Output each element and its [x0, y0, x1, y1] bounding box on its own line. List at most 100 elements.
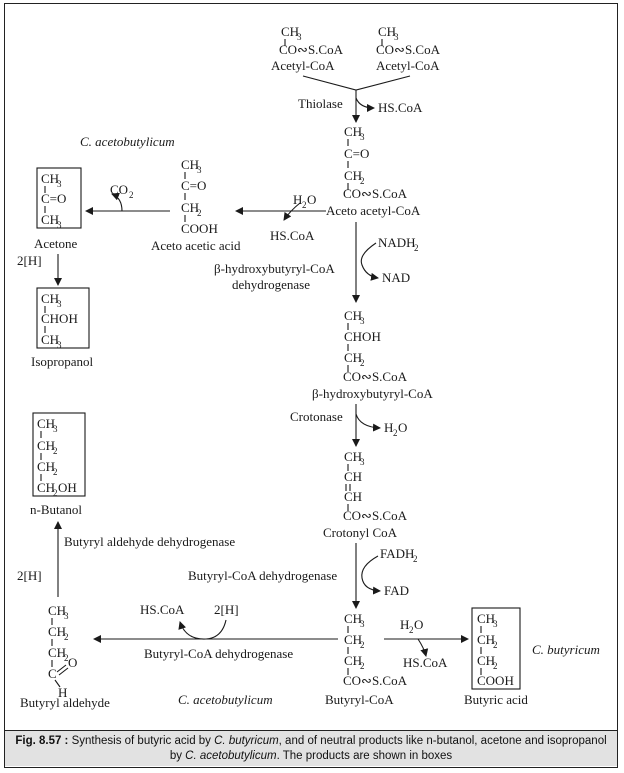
crotonase-label: Crotonase — [290, 409, 343, 424]
svg-text:2: 2 — [53, 446, 58, 456]
bcd-left-label: Butyryl-CoA dehydrogenase — [144, 646, 293, 661]
svg-text:CO∾S.CoA: CO∾S.CoA — [343, 369, 408, 384]
svg-text:3: 3 — [394, 32, 399, 42]
nad-out: NAD — [382, 270, 410, 285]
hscoa-release-1: HS.CoA — [378, 100, 423, 115]
crotonyl-coa: CH3 CH CH CO∾S.CoA Crotonyl CoA — [323, 449, 408, 540]
svg-text:2: 2 — [493, 640, 498, 650]
svg-text:3: 3 — [297, 32, 302, 42]
bald-label: Butyryl aldehyde dehydrogenase — [64, 534, 235, 549]
svg-text:Aceto acetyl-CoA: Aceto acetyl-CoA — [326, 203, 421, 218]
svg-text:Butyric acid: Butyric acid — [464, 692, 528, 707]
svg-text:Butyryl aldehyde: Butyryl aldehyde — [20, 695, 110, 710]
reducing-equivalent-2: 2[H] — [214, 602, 239, 617]
hscoa-release-3: HS.CoA — [403, 655, 448, 670]
fadh-in: FADH — [380, 546, 414, 561]
svg-text:CH: CH — [48, 603, 66, 618]
svg-text:CO∾S.CoA: CO∾S.CoA — [343, 508, 408, 523]
svg-text:CO∾S.CoA: CO∾S.CoA — [279, 42, 344, 57]
svg-text:CH: CH — [477, 653, 495, 668]
water-out: H — [384, 420, 393, 435]
svg-text:2: 2 — [197, 208, 202, 218]
svg-text:3: 3 — [360, 316, 365, 326]
svg-text:2: 2 — [360, 640, 365, 650]
svg-text:H: H — [58, 685, 67, 700]
co2-release: CO — [110, 182, 128, 197]
svg-text:CH: CH — [41, 332, 59, 347]
reducing-equivalent-1: 2[H] — [17, 253, 42, 268]
svg-text:Butyryl-CoA: Butyryl-CoA — [325, 692, 394, 707]
svg-text:2: 2 — [360, 176, 365, 186]
butyric-acid-pathway-diagram: CH3 CO∾S.CoA Acetyl-CoA CH3 CO∾S.CoA Ace… — [17, 24, 600, 710]
svg-text:2: 2 — [53, 488, 58, 498]
svg-text:2: 2 — [53, 467, 58, 477]
acetyl-coa-right: CH3 CO∾S.CoA Acetyl-CoA — [376, 24, 441, 73]
svg-text:CH: CH — [37, 438, 55, 453]
acetyl-coa-left: CH3 CO∾S.CoA Acetyl-CoA — [271, 24, 344, 73]
svg-text:Acetone: Acetone — [34, 236, 78, 251]
figure-frame — [4, 3, 618, 768]
butyric-acid-box: CH3 CH2 CH2 COOH Butyric acid — [464, 607, 528, 707]
svg-text:2: 2 — [414, 243, 419, 253]
svg-text:O: O — [414, 617, 423, 632]
svg-text:OH: OH — [58, 480, 77, 495]
fad-out: FAD — [384, 583, 409, 598]
svg-text:CH: CH — [281, 24, 299, 39]
svg-text:CH: CH — [344, 653, 362, 668]
svg-text:CH: CH — [41, 291, 59, 306]
caption-text-1: Synthesis of butyric acid by — [68, 735, 215, 747]
organism-butyricum: C. butyricum — [532, 642, 600, 657]
caption-organism-2: C. acetobutylicum — [185, 750, 277, 762]
svg-text:3: 3 — [57, 340, 62, 350]
hscoa-release-4: HS.CoA — [140, 602, 185, 617]
water-in-2: H — [400, 617, 409, 632]
svg-text:COOH: COOH — [477, 673, 514, 688]
svg-text:CH: CH — [344, 308, 362, 323]
isopropanol-box: CH3 CHOH CH3 Isopropanol — [31, 287, 93, 369]
svg-text:3: 3 — [197, 165, 202, 175]
svg-text:C=O: C=O — [181, 178, 206, 193]
svg-text:CH: CH — [344, 350, 362, 365]
svg-text:Acetyl-CoA: Acetyl-CoA — [271, 58, 335, 73]
svg-text:CH: CH — [477, 632, 495, 647]
svg-text:CH: CH — [378, 24, 396, 39]
svg-text:3: 3 — [57, 299, 62, 309]
svg-text:COOH: COOH — [181, 221, 218, 236]
hbd-label-1: β-hydroxybutyryl-CoA — [214, 261, 335, 276]
svg-text:CH: CH — [37, 459, 55, 474]
svg-text:CH: CH — [344, 168, 362, 183]
hbd-label-2: dehydrogenase — [232, 277, 310, 292]
svg-text:C=O: C=O — [41, 191, 66, 206]
svg-text:Isopropanol: Isopropanol — [31, 354, 93, 369]
svg-text:CH: CH — [48, 624, 66, 639]
reducing-equivalent-3: 2[H] — [17, 568, 42, 583]
svg-text:n-Butanol: n-Butanol — [30, 502, 82, 517]
bcd-label: Butyryl-CoA dehydrogenase — [188, 568, 337, 583]
figure-label: Fig. 8.57 : — [15, 735, 69, 747]
svg-text:CH: CH — [48, 645, 66, 660]
svg-text:2: 2 — [393, 428, 398, 438]
svg-text:CH: CH — [477, 611, 495, 626]
svg-text:2: 2 — [302, 200, 307, 210]
svg-text:Aceto acetic acid: Aceto acetic acid — [151, 238, 241, 253]
svg-text:C=O: C=O — [344, 146, 369, 161]
svg-text:2: 2 — [409, 625, 414, 635]
caption-text-3: . The products are shown in boxes — [276, 750, 453, 762]
caption-text-2: , and of neutral products like n-butanol… — [169, 735, 607, 762]
svg-text:2: 2 — [64, 632, 69, 642]
svg-text:O: O — [68, 655, 77, 670]
svg-text:CH: CH — [344, 469, 362, 484]
svg-text:3: 3 — [64, 611, 69, 621]
svg-text:O: O — [398, 420, 407, 435]
water-in: H — [293, 192, 302, 207]
svg-text:CO∾S.CoA: CO∾S.CoA — [343, 186, 408, 201]
svg-text:2: 2 — [493, 661, 498, 671]
svg-text:2: 2 — [413, 554, 418, 564]
aceto-acetyl-coa: CH3 C=O CH2 CO∾S.CoA Aceto acetyl-CoA — [326, 124, 421, 218]
organism-acetobutylicum-top: C. acetobutylicum — [80, 134, 175, 149]
svg-text:3: 3 — [493, 619, 498, 629]
svg-text:O: O — [307, 192, 316, 207]
svg-text:2: 2 — [360, 661, 365, 671]
svg-text:CH: CH — [344, 632, 362, 647]
